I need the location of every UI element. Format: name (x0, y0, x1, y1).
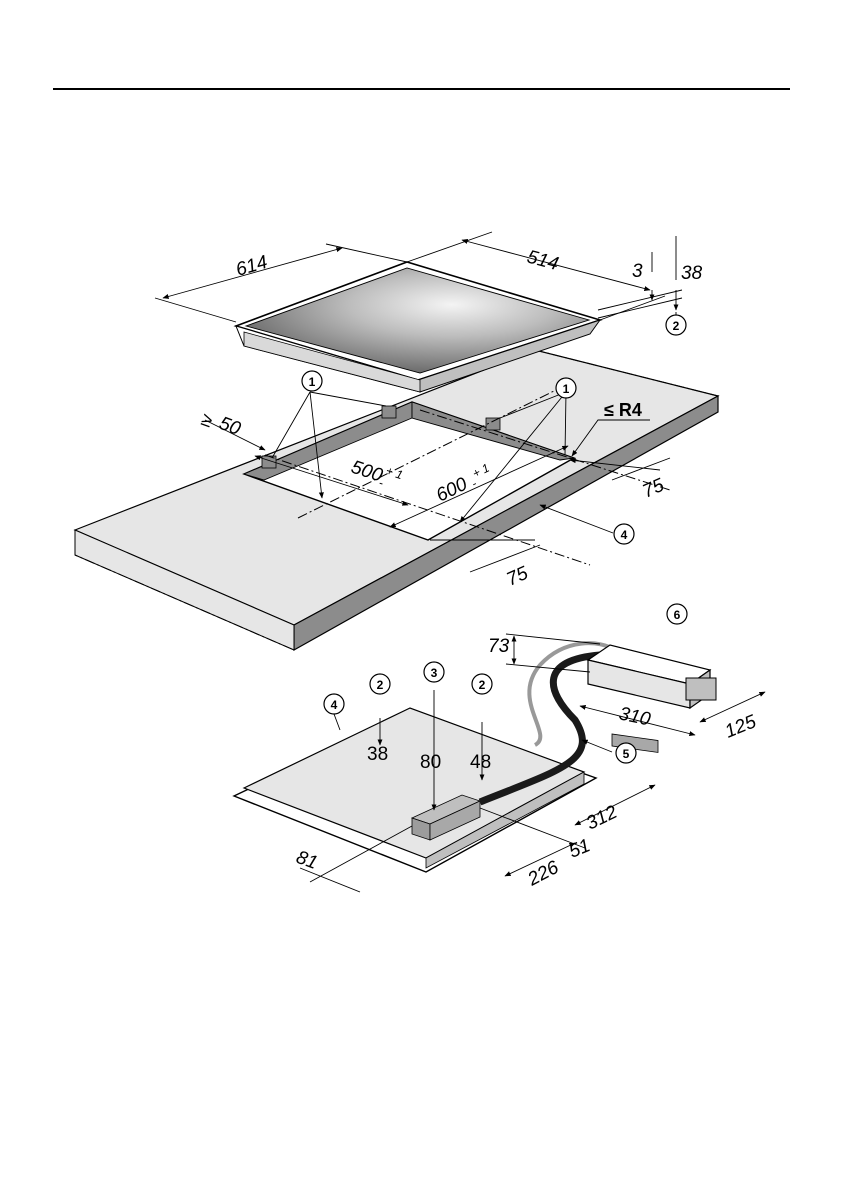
bracket-back (382, 406, 396, 418)
callout-2-left: 2 (377, 678, 384, 692)
callout-5: 5 (623, 747, 630, 761)
label-81: 81 (293, 847, 320, 874)
callout-2-top: 2 (673, 319, 680, 333)
label-614: 614 (234, 252, 270, 281)
label-38-bottom: 38 (367, 744, 388, 765)
label-75-right: 75 (639, 475, 667, 503)
callout-1-right: 1 (563, 382, 570, 396)
label-3: 3 (632, 261, 643, 282)
label-min-distance: 50 (216, 413, 243, 440)
dim-ext-3-38 (598, 290, 682, 318)
label-125: 125 (722, 711, 760, 743)
label-51: 51 (566, 835, 593, 862)
label-48: 48 (470, 752, 491, 773)
leader-4-worktop (540, 505, 613, 533)
power-box-terminal (686, 678, 716, 700)
label-312: 312 (583, 802, 621, 835)
label-min-distance-prefix: ≥ (198, 409, 215, 432)
callout-2-right: 2 (479, 678, 486, 692)
callout-4-worktop: 4 (621, 528, 628, 542)
callout-1-left: 1 (309, 375, 316, 389)
label-38-top: 38 (681, 263, 703, 284)
label-310: 310 (617, 703, 653, 730)
leader-4-underside (334, 714, 340, 730)
label-226: 226 (524, 857, 563, 891)
callout-3: 3 (431, 666, 438, 680)
label-corner-radius: ≤ R4 (604, 400, 642, 420)
label-75-front: 75 (503, 563, 531, 591)
callout-4-underside: 4 (331, 698, 338, 712)
label-73: 73 (488, 636, 510, 657)
callout-6: 6 (674, 608, 681, 622)
leader-5 (582, 740, 612, 752)
label-80: 80 (420, 752, 441, 773)
label-514: 514 (525, 247, 561, 275)
